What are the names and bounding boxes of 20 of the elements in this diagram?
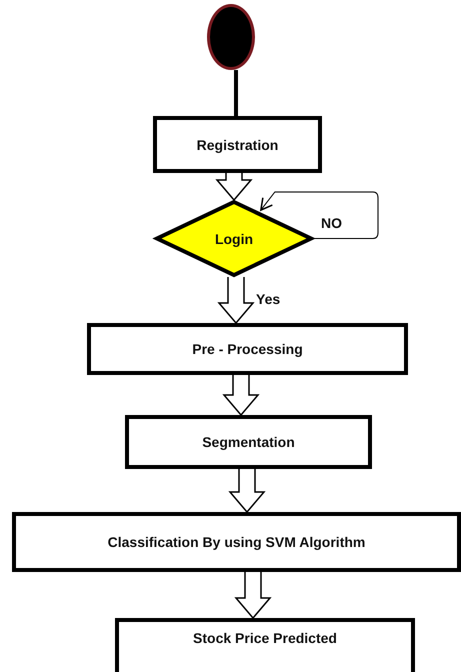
node-label: Login	[214, 230, 254, 246]
block-arrow	[222, 374, 260, 416]
process-box	[12, 512, 461, 572]
edge-label: NO	[320, 215, 343, 231]
block-arrow	[234, 571, 272, 620]
process-box	[153, 116, 322, 173]
block-arrow	[215, 172, 253, 202]
block-arrow	[217, 276, 255, 324]
block-arrow	[228, 468, 266, 514]
node-label: Segmentation	[202, 434, 295, 450]
edge-label: Yes	[255, 291, 282, 307]
process-box	[125, 415, 372, 469]
node-label: Pre - Processing	[192, 341, 303, 357]
connector-line	[234, 70, 238, 116]
process-box	[115, 618, 415, 672]
node-label: Classification By using SVM Algorithm	[108, 534, 366, 550]
node-label: Stock Price Predicted	[193, 630, 337, 646]
loop-arrow	[260, 192, 378, 239]
node-label: Registration	[196, 136, 278, 152]
process-box	[87, 323, 408, 375]
